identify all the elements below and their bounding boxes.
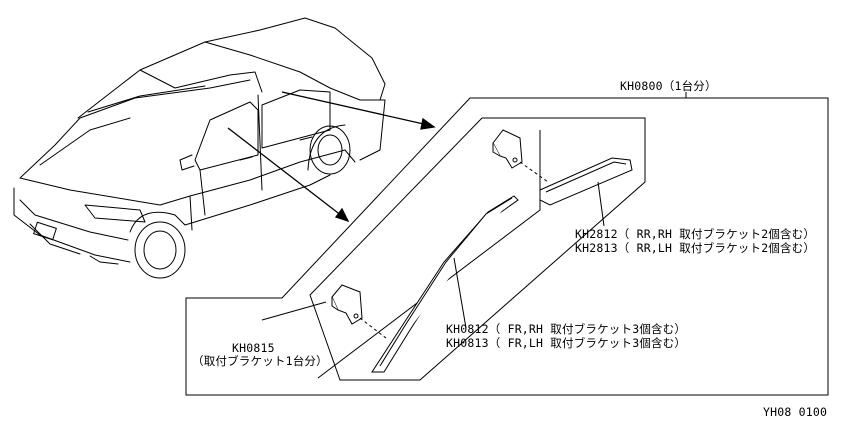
front-visor-icon bbox=[371, 195, 519, 373]
front-visor-leader bbox=[453, 257, 467, 329]
rear-visor-leader bbox=[597, 181, 605, 227]
front-dash-link bbox=[359, 317, 387, 339]
front-visor-rh-label: KH0812（ FR,RH 取付ブラケット3個含む） bbox=[446, 322, 687, 336]
bracket-part-label: KH0815 bbox=[232, 341, 275, 355]
pointer-arrows bbox=[227, 91, 436, 223]
kit-box-divider bbox=[317, 130, 541, 379]
rear-visor-rh-label: KH2812（ RR,RH 取付ブラケット2個含む） bbox=[575, 227, 816, 241]
front-bracket-icon bbox=[331, 284, 363, 325]
set-boundary-frame bbox=[185, 97, 829, 396]
rear-dash-link bbox=[519, 161, 549, 183]
car-illustration bbox=[13, 17, 386, 279]
rear-visor-icon bbox=[539, 157, 633, 206]
set-label: KH0800（1台分） bbox=[620, 79, 717, 93]
bracket-leader bbox=[261, 301, 327, 321]
kit-box bbox=[309, 117, 646, 381]
rear-bracket-icon bbox=[492, 129, 523, 169]
figure-code: YH08 0100 bbox=[763, 405, 828, 419]
bracket-note-label: （取付ブラケット1台分） bbox=[192, 354, 328, 368]
front-visor-lh-label: KH0813（ FR,LH 取付ブラケット3個含む） bbox=[446, 336, 687, 350]
rear-visor-lh-label: KH2813（ RR,LH 取付ブラケット2個含む） bbox=[575, 241, 816, 255]
